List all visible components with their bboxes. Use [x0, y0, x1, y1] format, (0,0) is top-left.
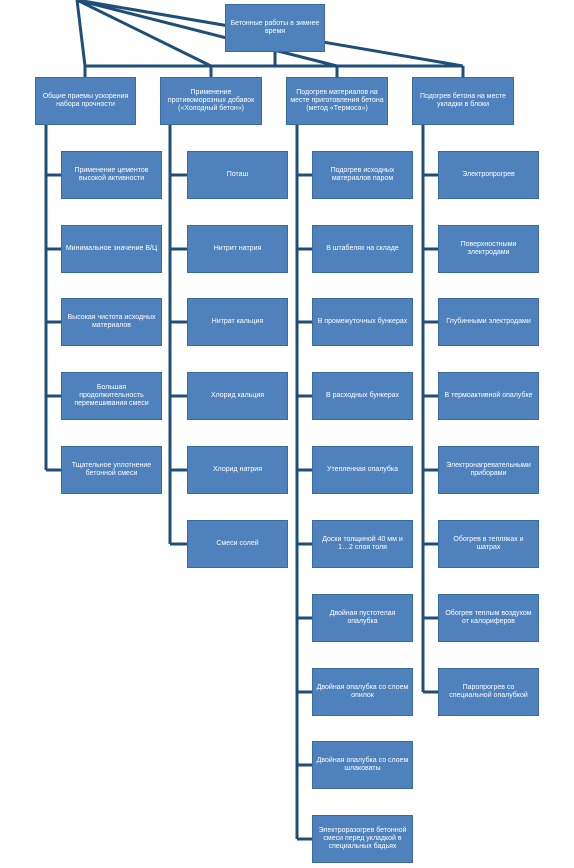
- item-node: Минимальное значение В/Ц: [61, 225, 162, 273]
- item-label: В промежуточных бункерах: [317, 318, 408, 325]
- item-node: Смеси солей: [187, 520, 288, 568]
- undefined: [75, 0, 87, 67]
- item-label: Смеси солей: [216, 540, 259, 547]
- category-node-3: Подогрев материалов на месте приготовлен…: [286, 77, 388, 125]
- item-node: Двойная опалубка со слоем опилок: [312, 668, 413, 716]
- item-node: Хлорид кальция: [187, 372, 288, 420]
- item-node: Электроразогрев бетонной смеси перед укл…: [312, 815, 413, 863]
- category-label: Подогрев материалов на месте приготовлен…: [290, 89, 384, 112]
- item-node: Глубинными электродами: [438, 298, 539, 346]
- item-label: Глубинными электродами: [446, 318, 531, 325]
- item-node: В термоактивной опалубке: [438, 372, 539, 420]
- item-label: Паропрогрев со специальной опалубкой: [449, 684, 528, 699]
- item-node: Нитрат кальция: [187, 298, 288, 346]
- item-node: Высокая чистота исходных материалов: [61, 298, 162, 346]
- item-label: Нитрит натрия: [213, 245, 262, 252]
- item-label: Подогрев исходных материалов паром: [330, 167, 395, 182]
- item-node: Двойная пустотелая опалубка: [312, 594, 413, 642]
- category-label: Общие приемы ускорения набора прочности: [42, 93, 129, 108]
- item-label: Электроразогрев бетонной смеси перед укл…: [318, 827, 407, 850]
- item-label: В штабелях на складе: [326, 245, 399, 252]
- item-label: Хлорид натрия: [213, 466, 262, 473]
- item-label: Поверхностными электродами: [460, 241, 517, 256]
- item-node: Доски толщиной 40 мм и 1…2 слоя толя: [312, 520, 413, 568]
- item-label: Высокая чистота исходных материалов: [67, 314, 156, 329]
- item-label: Минимальное значение В/Ц: [65, 245, 158, 252]
- item-label: Большая продолжительность перемешивания …: [74, 384, 149, 407]
- root-node: Бетонные работы в зимнее время: [225, 4, 325, 52]
- item-node: В промежуточных бункерах: [312, 298, 413, 346]
- category-label: Применение противоморозных добавок («Хол…: [167, 89, 255, 112]
- item-label: Поташ: [226, 171, 249, 178]
- item-node: Нитрит натрия: [187, 225, 288, 273]
- item-label: Тщательное уплотнение бетонной смеси: [71, 462, 152, 477]
- item-node: Подогрев исходных материалов паром: [312, 151, 413, 199]
- item-label: Хлорид кальция: [210, 392, 265, 399]
- item-label: Доски толщиной 40 мм и 1…2 слоя толя: [322, 536, 403, 551]
- item-node: Тщательное уплотнение бетонной смеси: [61, 446, 162, 494]
- item-node: Хлорид натрия: [187, 446, 288, 494]
- item-node: Двойная опалубка со слоем шлаковаты: [312, 741, 413, 789]
- category-node-1: Общие приемы ускорения набора прочности: [35, 77, 136, 125]
- undefined: [76, 0, 338, 68]
- item-node: Применение цементов высокой активности: [61, 151, 162, 199]
- item-label: Двойная пустотелая опалубка: [329, 610, 396, 625]
- item-label: Электропрогрев: [462, 171, 515, 178]
- item-label: Обогрев в тепляках и шатрах: [453, 536, 524, 551]
- item-node: Поверхностными электродами: [438, 225, 539, 273]
- item-label: Двойная опалубка со слоем опилок: [316, 684, 409, 699]
- category-label: Подогрев бетона на месте укладки в блоки: [420, 93, 506, 108]
- item-label: Обогрев теплым воздухом от калориферов: [445, 610, 532, 625]
- item-label: Нитрат кальция: [211, 318, 264, 325]
- item-node: Утепленная опалубка: [312, 446, 413, 494]
- item-node: Паропрогрев со специальной опалубкой: [438, 668, 539, 716]
- item-node: Электропрогрев: [438, 151, 539, 199]
- item-label: Двойная опалубка со слоем шлаковаты: [316, 757, 409, 772]
- item-node: Обогрев в тепляках и шатрах: [438, 520, 539, 568]
- item-node: Поташ: [187, 151, 288, 199]
- item-node: Электронагревательными приборами: [438, 446, 539, 494]
- item-label: Применение цементов высокой активности: [74, 167, 149, 182]
- category-node-2: Применение противоморозных добавок («Хол…: [160, 77, 262, 125]
- item-node: В штабелях на складе: [312, 225, 413, 273]
- item-label: Утепленная опалубка: [327, 466, 398, 473]
- item-label: В термоактивной опалубке: [444, 392, 533, 399]
- root-label: Бетонные работы в зимнее время: [230, 20, 320, 35]
- undefined: [76, 0, 212, 68]
- item-node: Большая продолжительность перемешивания …: [61, 372, 162, 420]
- item-label: Электронагревательными приборами: [446, 462, 531, 477]
- item-node: В расходных бункерах: [312, 372, 413, 420]
- category-node-4: Подогрев бетона на месте укладки в блоки: [412, 77, 514, 125]
- item-node: Обогрев теплым воздухом от калориферов: [438, 594, 539, 642]
- item-label: В расходных бункерах: [325, 392, 400, 399]
